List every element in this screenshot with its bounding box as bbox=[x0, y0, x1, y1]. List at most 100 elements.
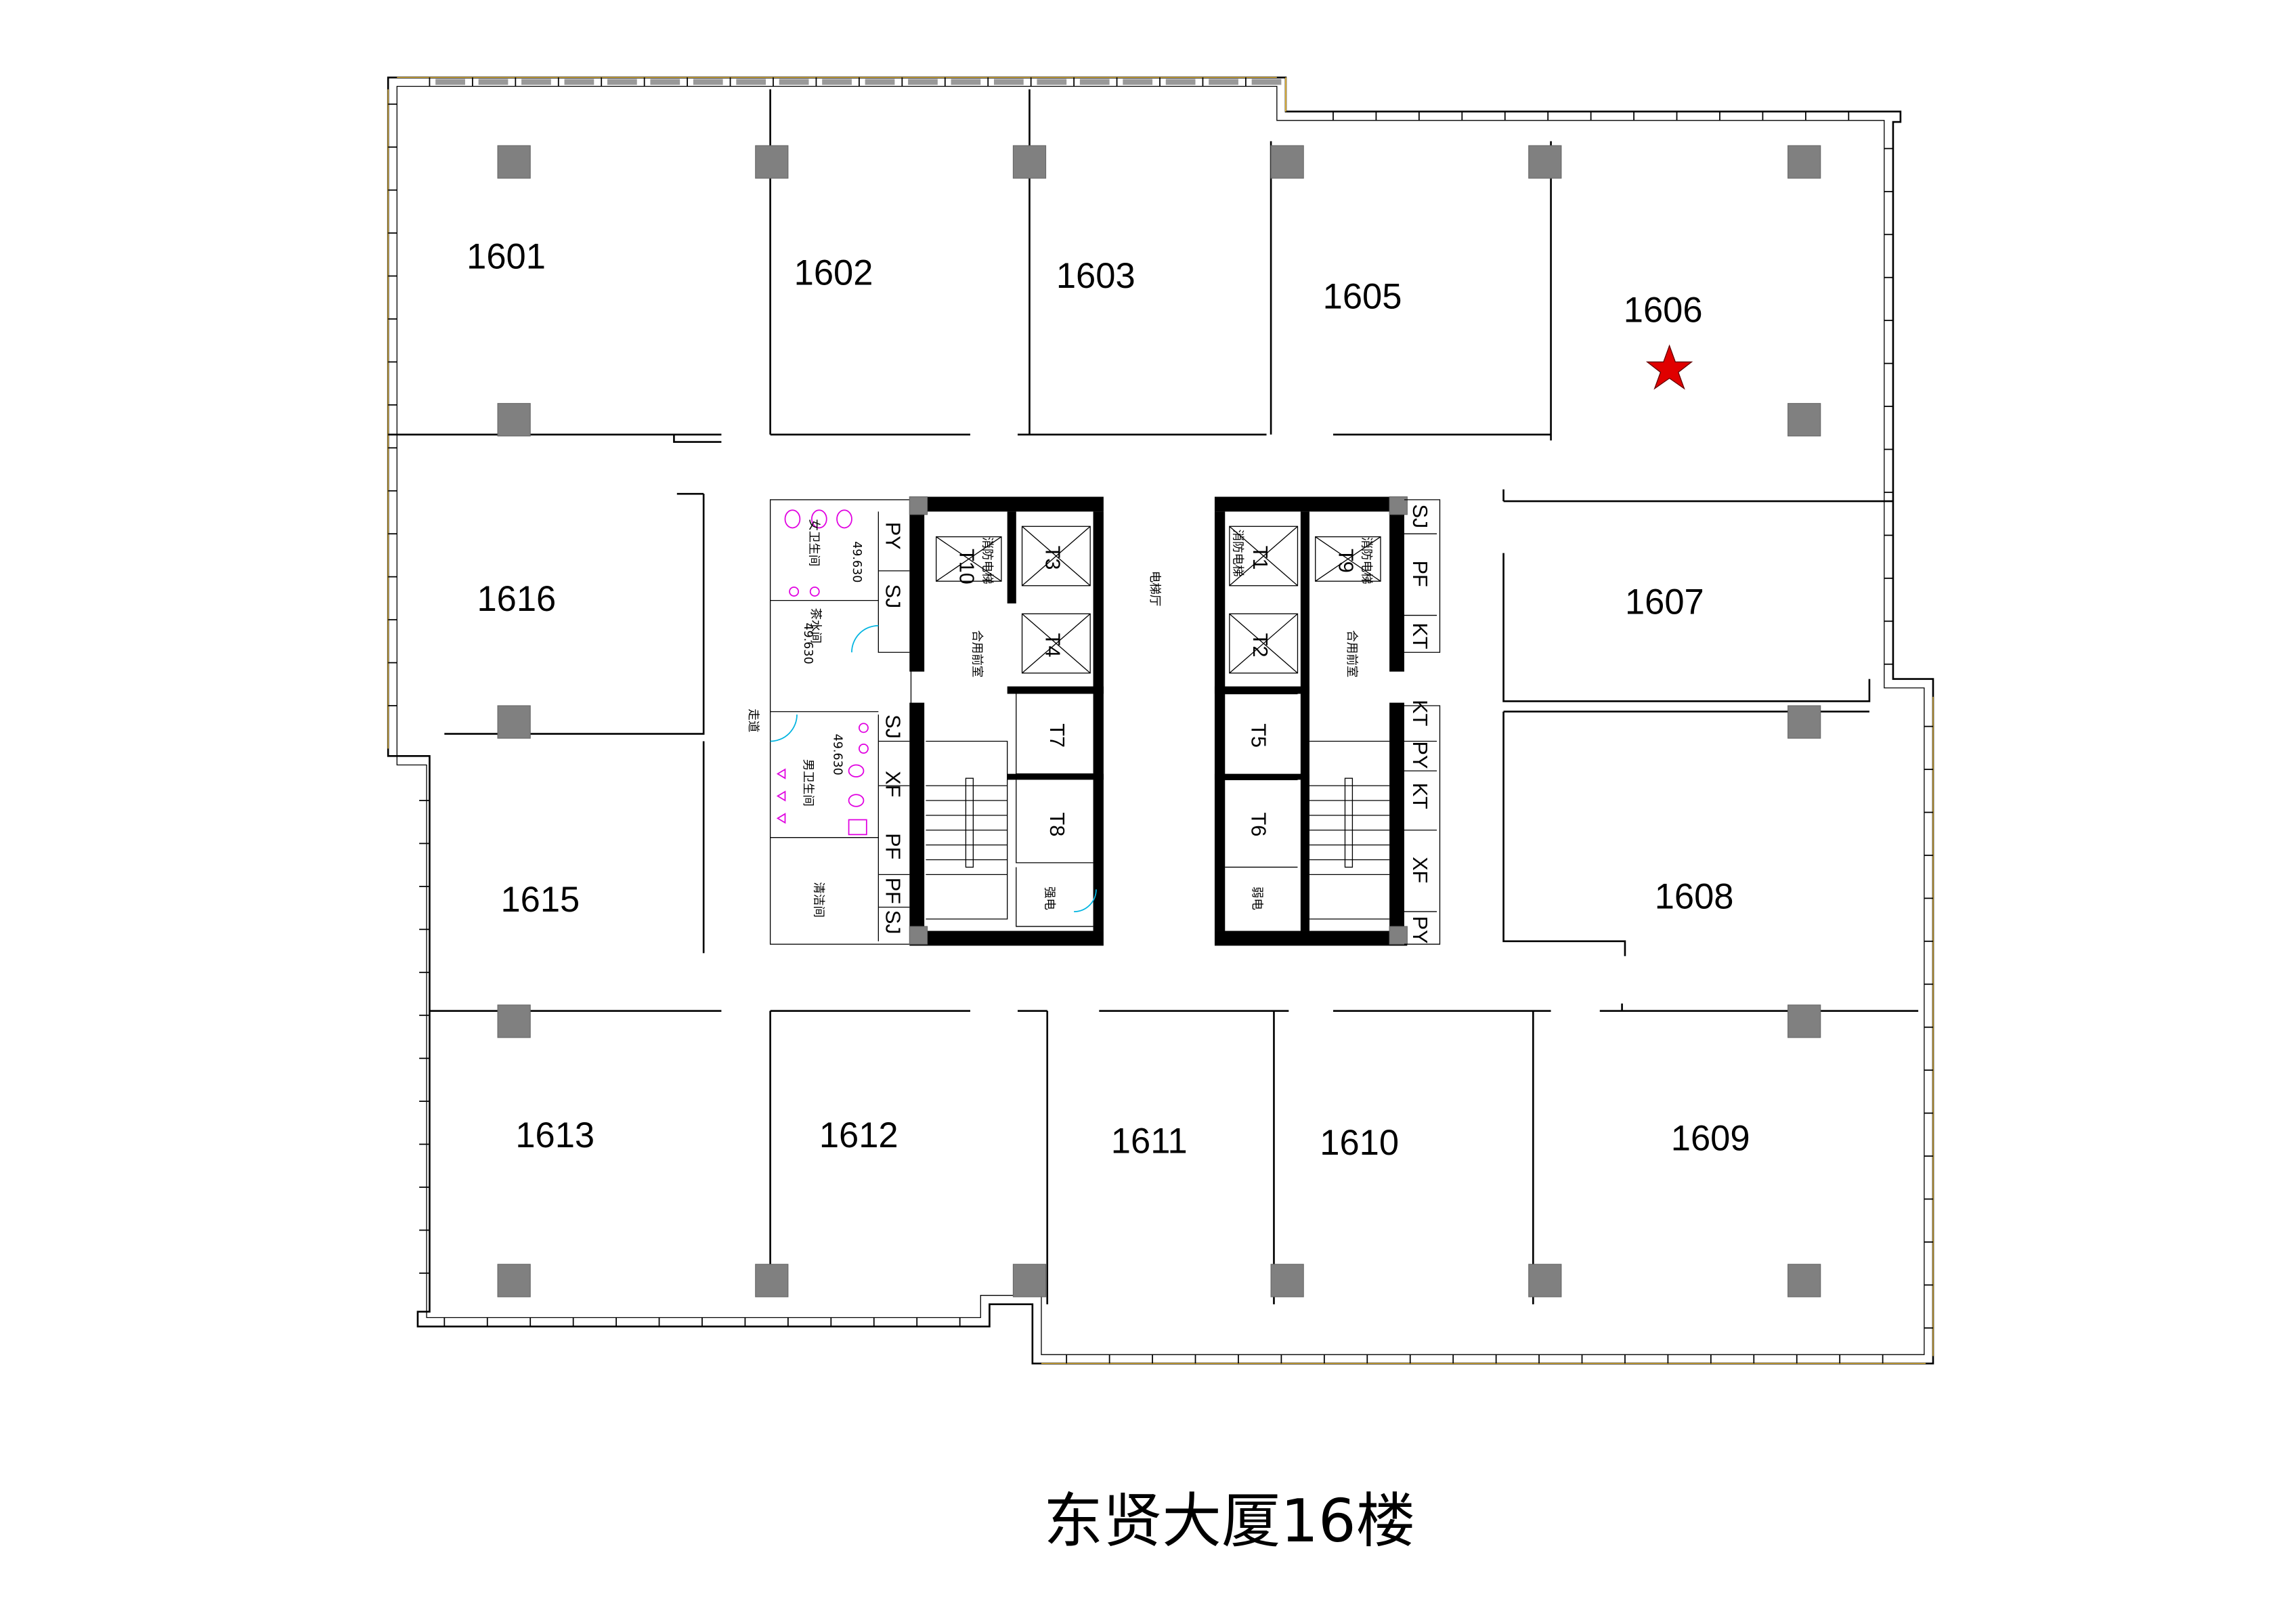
shaft-label: XF bbox=[881, 771, 904, 797]
elevation-label: 49.630 bbox=[850, 541, 863, 582]
window-pane bbox=[736, 79, 766, 85]
lobby-label: 合用前室 bbox=[970, 630, 983, 677]
window-pane bbox=[1209, 79, 1238, 85]
window-pane bbox=[1123, 79, 1153, 85]
shaft-label: KT bbox=[1408, 783, 1431, 809]
window-pane bbox=[693, 79, 723, 85]
room-1612[interactable]: 1612 bbox=[819, 1115, 898, 1155]
shaft-label: PF bbox=[881, 878, 904, 904]
shaft-label: PF bbox=[881, 833, 904, 859]
window-pane bbox=[1251, 79, 1282, 85]
window-pane bbox=[993, 79, 1024, 85]
shaft-label: PF bbox=[1408, 561, 1431, 587]
shaft-label: XF bbox=[1408, 857, 1431, 883]
column bbox=[1012, 145, 1047, 179]
window-pane bbox=[1079, 79, 1110, 85]
room-1610[interactable]: 1610 bbox=[1320, 1123, 1399, 1163]
column bbox=[497, 1264, 531, 1298]
room-labels: 1601 1602 1603 1605 1606 1616 1607 1615 … bbox=[467, 237, 1750, 1163]
shaft-label: PY bbox=[1408, 741, 1431, 769]
elevator-label-t8: T8 bbox=[1045, 813, 1068, 837]
room-1611[interactable]: 1611 bbox=[1111, 1122, 1188, 1161]
elevator-label-t3: T3 bbox=[1041, 546, 1064, 570]
exterior-walls bbox=[387, 77, 1934, 1365]
elevator-hall-label: 电梯厅 bbox=[1148, 571, 1161, 607]
elevation-label: 49.630 bbox=[831, 734, 844, 775]
column bbox=[1788, 1004, 1821, 1038]
window-pane bbox=[607, 79, 637, 85]
column bbox=[1270, 145, 1304, 179]
room-1615[interactable]: 1615 bbox=[500, 880, 580, 920]
lobby-label: 合用前室 bbox=[1345, 630, 1358, 677]
columns bbox=[497, 145, 1821, 1298]
cleaning-room-label: 清洁间 bbox=[811, 882, 825, 917]
core-right: T1 T9 T2 T5 T6 消防电梯 消防电梯 合用前室 弱电 SJ PF K… bbox=[1214, 496, 1441, 946]
column bbox=[497, 145, 531, 179]
shaft-label: KT bbox=[1408, 700, 1431, 726]
room-1605[interactable]: 1605 bbox=[1323, 277, 1402, 317]
window-pane bbox=[435, 79, 465, 85]
page-title: 东贤大厦16楼 bbox=[1043, 1487, 1415, 1556]
window-pane bbox=[478, 79, 508, 85]
room-1601[interactable]: 1601 bbox=[467, 237, 546, 277]
fire-elevator-label: 消防电梯 bbox=[1230, 530, 1244, 577]
room-1616[interactable]: 1616 bbox=[477, 579, 556, 619]
corridor-label: 走道 bbox=[746, 708, 760, 732]
room-1602[interactable]: 1602 bbox=[794, 253, 873, 293]
room-1607[interactable]: 1607 bbox=[1625, 582, 1704, 622]
room-1609[interactable]: 1609 bbox=[1671, 1118, 1750, 1158]
column bbox=[1528, 145, 1562, 179]
elevator-label-t5: T5 bbox=[1247, 723, 1270, 748]
elevator-label-t9: T9 bbox=[1335, 549, 1358, 573]
column bbox=[755, 145, 789, 179]
elevator-label-t10: T10 bbox=[955, 549, 978, 584]
weak-electric-room-label: 弱电 bbox=[1250, 887, 1263, 910]
window-pane bbox=[822, 79, 852, 85]
column bbox=[1788, 145, 1821, 179]
column bbox=[1788, 705, 1821, 739]
window-pane bbox=[1037, 79, 1067, 85]
column bbox=[1012, 1264, 1047, 1298]
electric-room-label: 强电 bbox=[1043, 887, 1056, 910]
window-pane bbox=[564, 79, 594, 85]
shaft-label: SJ bbox=[881, 714, 904, 739]
shaft-label: KT bbox=[1408, 622, 1431, 649]
room-1613[interactable]: 1613 bbox=[515, 1115, 594, 1155]
elevation-label: 49.630 bbox=[801, 622, 815, 664]
window-pane bbox=[951, 79, 981, 85]
column bbox=[497, 403, 531, 437]
fire-elevator-label: 消防电梯 bbox=[1360, 537, 1373, 584]
room-1608[interactable]: 1608 bbox=[1655, 877, 1734, 917]
womens-toilet-label: 女卫生间 bbox=[807, 519, 821, 566]
column bbox=[497, 1004, 531, 1038]
elevator-label-t1: T1 bbox=[1249, 546, 1272, 570]
room-1606[interactable]: 1606 bbox=[1624, 290, 1703, 330]
elevator-label-t6: T6 bbox=[1247, 813, 1270, 837]
window-pane bbox=[779, 79, 809, 85]
shaft-label: SJ bbox=[881, 910, 904, 935]
window-pane bbox=[650, 79, 680, 85]
shaft-label: SJ bbox=[881, 584, 904, 609]
mens-toilet-label: 男卫生间 bbox=[801, 759, 815, 807]
partitions bbox=[388, 89, 1919, 1304]
elevator-label-t4: T4 bbox=[1041, 633, 1064, 658]
column bbox=[1788, 1264, 1821, 1298]
star-icon bbox=[1645, 344, 1693, 390]
window-pane bbox=[865, 79, 895, 85]
column bbox=[1270, 1264, 1304, 1298]
room-1603[interactable]: 1603 bbox=[1056, 256, 1135, 296]
window-pane bbox=[1165, 79, 1196, 85]
elevator-label-t2: T2 bbox=[1249, 633, 1272, 658]
tea-room-label: 茶水间 bbox=[808, 608, 822, 644]
shaft-label: PY bbox=[881, 522, 904, 550]
core-left: T10 T3 T4 T7 T8 消防电梯 合用前室 强电 男卫生间 女卫生间 茶… bbox=[746, 496, 1104, 946]
window-pane bbox=[521, 79, 551, 85]
column bbox=[1528, 1264, 1562, 1298]
shaft-label: PY bbox=[1408, 916, 1431, 944]
column bbox=[1788, 403, 1821, 437]
column bbox=[755, 1264, 789, 1298]
column bbox=[497, 705, 531, 739]
fire-elevator-label: 消防电梯 bbox=[980, 537, 994, 584]
window-pane bbox=[908, 79, 938, 85]
